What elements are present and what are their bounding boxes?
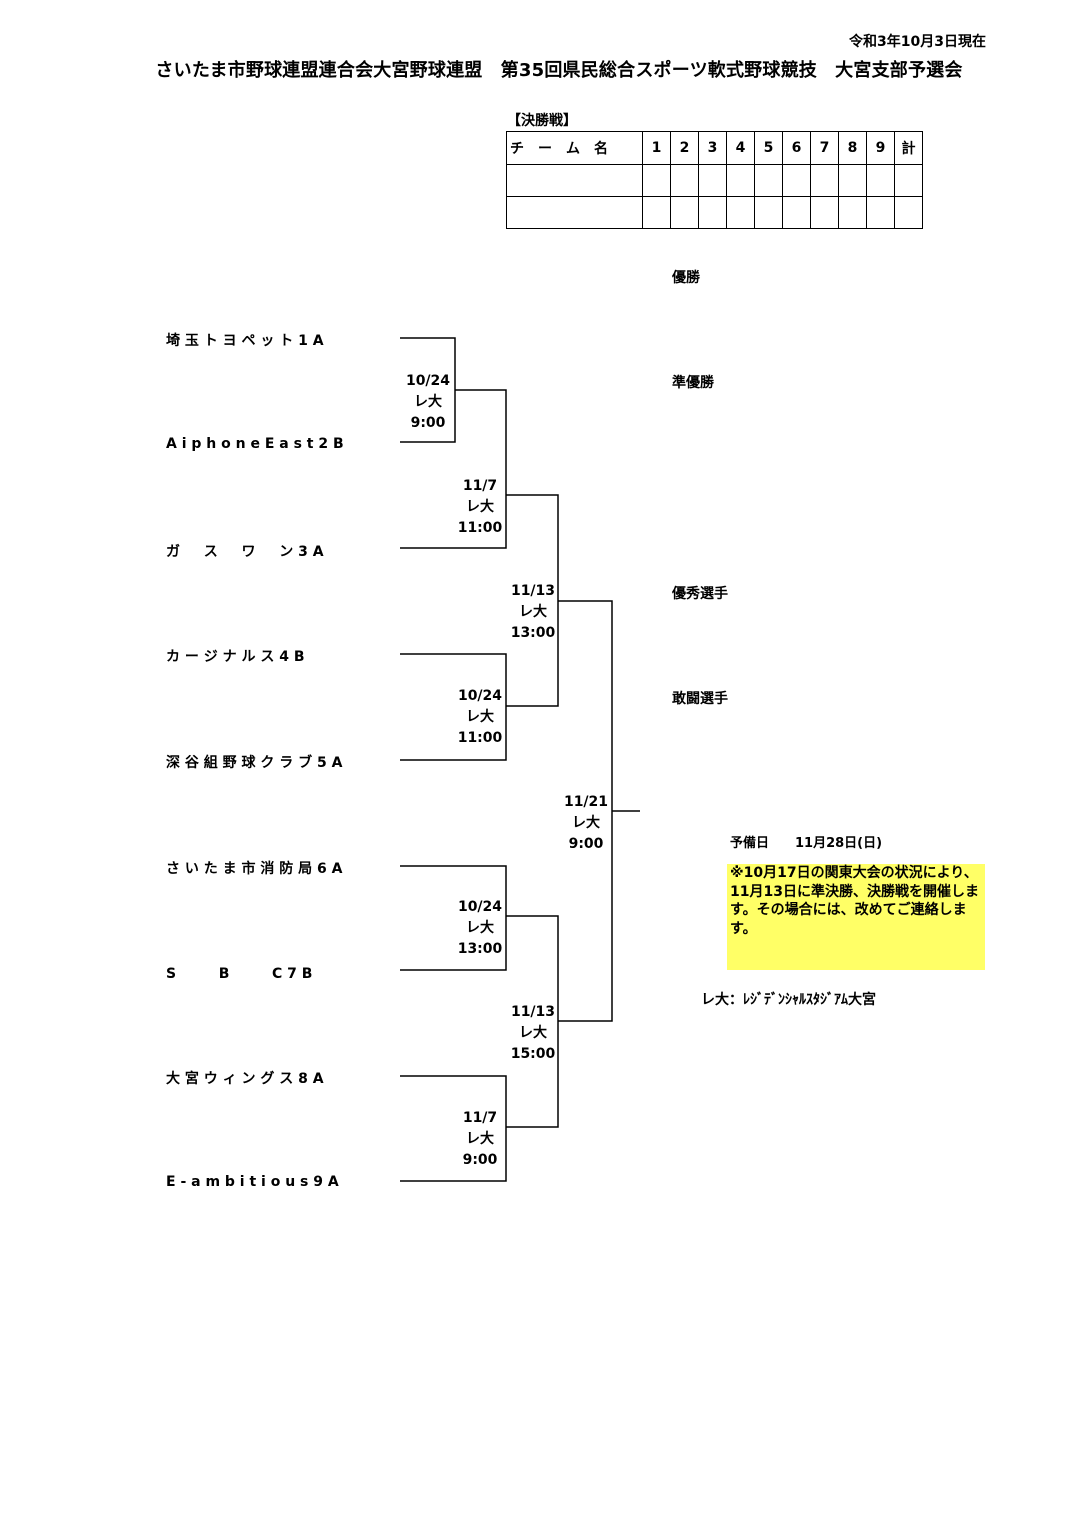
as-of-date: 令和3年10月3日現在 <box>849 34 986 50</box>
score-cell <box>866 164 895 197</box>
match-venue: レ大 <box>466 499 494 515</box>
match-date: 10/24 <box>405 373 451 389</box>
inning-header: 9 <box>866 131 895 165</box>
match-info: 11/7 レ大 11:00 <box>450 476 510 539</box>
bracket-line <box>400 1075 507 1182</box>
match-venue: レ大 <box>519 604 547 620</box>
match-info: 11/21 レ大 9:00 <box>556 792 616 855</box>
inning-header: 4 <box>726 131 755 165</box>
score-cell <box>838 164 867 197</box>
team-entry-3: ガ ス ワ ン 3 A <box>166 544 324 560</box>
scoreboard-table: チ ー ム 名 1 2 3 4 5 6 7 8 9 計 <box>506 131 923 229</box>
total-header: 計 <box>894 131 923 165</box>
match-venue: レ大 <box>466 709 494 725</box>
score-cell <box>894 196 923 229</box>
match-date: 11/7 <box>462 1110 498 1126</box>
match-time: 9:00 <box>410 415 446 431</box>
match-time: 9:00 <box>568 836 604 852</box>
inning-header: 8 <box>838 131 867 165</box>
reserve-day: 予備日 11月28日(日) <box>730 836 883 851</box>
inning-header: 3 <box>698 131 727 165</box>
award-fighting-spirit: 敢闘選手 <box>672 691 728 707</box>
match-date: 10/24 <box>457 899 503 915</box>
notice-box <box>727 864 985 970</box>
team-name-header: チ ー ム 名 <box>506 131 643 165</box>
match-venue: レ大 <box>414 394 442 410</box>
score-cell <box>754 164 783 197</box>
scoreboard-header-row: チ ー ム 名 1 2 3 4 5 6 7 8 9 計 <box>506 131 923 165</box>
match-venue: レ大 <box>519 1025 547 1041</box>
bracket-line <box>506 915 559 1128</box>
team-entry-2: A i p h o n e E a s t 2 B <box>166 436 344 452</box>
score-cell <box>754 196 783 229</box>
match-info: 10/24 レ大 13:00 <box>450 897 510 960</box>
award-mvp: 優秀選手 <box>672 586 728 602</box>
team-entry-8: 大 宮 ウ ィ ン グ ス 8 A <box>166 1071 324 1087</box>
match-date: 11/13 <box>510 583 556 599</box>
match-date: 11/13 <box>510 1004 556 1020</box>
team-entry-6: さ い た ま 市 消 防 局 6 A <box>166 861 343 877</box>
match-info: 11/13 レ大 15:00 <box>503 1002 563 1065</box>
notice-text: ※10月17日の関東大会の状況により、11月13日に準決勝、決勝戦を開催します。… <box>730 865 979 937</box>
venue-note: レ大：ﾚｼﾞﾃﾞﾝｼｬﾙｽﾀｼﾞｱﾑ大宮 <box>701 992 876 1008</box>
score-cell <box>726 196 755 229</box>
bracket-line <box>400 653 507 761</box>
page-title: さいたま市野球連盟連合会大宮野球連盟 第35回県民総合スポーツ軟式野球競技 大宮… <box>155 60 963 81</box>
score-cell <box>506 196 643 229</box>
match-venue: レ大 <box>466 1131 494 1147</box>
match-time: 11:00 <box>457 730 503 746</box>
match-info: 10/24 レ大 9:00 <box>398 371 458 434</box>
match-time: 13:00 <box>510 625 556 641</box>
match-venue: レ大 <box>466 920 494 936</box>
inning-header: 1 <box>642 131 671 165</box>
match-info: 11/7 レ大 9:00 <box>450 1108 510 1171</box>
match-time: 9:00 <box>462 1152 498 1168</box>
team-entry-9: E - a m b i t i o u s 9 A <box>166 1174 339 1190</box>
team-entry-1: 埼 玉 ト ヨ ペ ッ ト 1 A <box>166 333 324 349</box>
match-time: 15:00 <box>510 1046 556 1062</box>
award-runner-up: 準優勝 <box>672 375 714 391</box>
award-champion: 優勝 <box>672 270 700 286</box>
team-entry-7: S B C 7 B <box>166 966 313 982</box>
scoreboard-label: 【決勝戦】 <box>507 113 577 129</box>
team-entry-5: 深 谷 組 野 球 ク ラ ブ 5 A <box>166 755 343 771</box>
match-time: 11:00 <box>457 520 503 536</box>
bracket-line <box>400 865 507 971</box>
match-venue: レ大 <box>572 815 600 831</box>
match-date: 11/7 <box>462 478 498 494</box>
match-date: 10/24 <box>457 688 503 704</box>
bracket-line <box>400 389 507 549</box>
match-info: 10/24 レ大 11:00 <box>450 686 510 749</box>
scoreboard-row <box>506 196 923 229</box>
team-entry-4: カ ー ジ ナ ル ス 4 B <box>166 649 305 665</box>
match-date: 11/21 <box>563 794 609 810</box>
match-time: 13:00 <box>457 941 503 957</box>
score-cell <box>642 196 671 229</box>
match-info: 11/13 レ大 13:00 <box>503 581 563 644</box>
score-cell <box>782 164 811 197</box>
